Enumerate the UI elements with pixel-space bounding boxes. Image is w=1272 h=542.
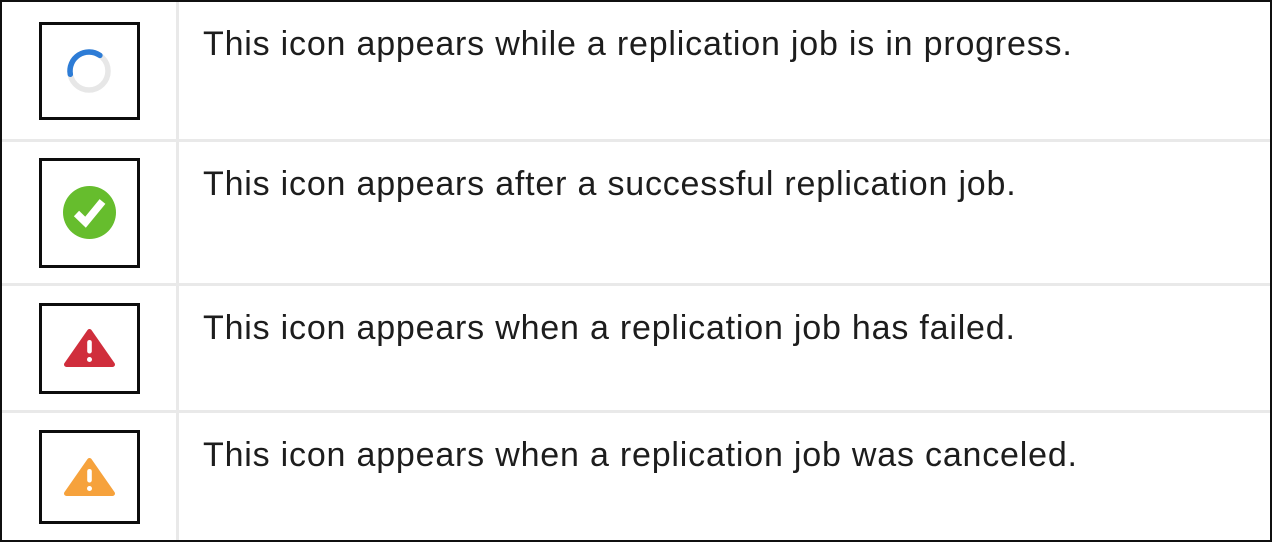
- check-mark: [73, 199, 105, 228]
- icon-description: This icon appears when a replication job…: [203, 436, 1078, 474]
- icon-box: [38, 21, 140, 120]
- icon-cell: [2, 413, 179, 540]
- table-row: This icon appears while a replication jo…: [2, 2, 1270, 139]
- icon-cell: [2, 142, 179, 283]
- icon-box: [38, 429, 140, 524]
- table-row: This icon appears after a successful rep…: [2, 139, 1270, 283]
- failed-warning-icon: [63, 329, 115, 367]
- exclamation-bar: [86, 468, 92, 482]
- in-progress-spinner-icon: [67, 48, 111, 93]
- spinner-arc: [67, 48, 103, 77]
- table-row: This icon appears when a replication job…: [2, 283, 1270, 410]
- icon-description: This icon appears when a replication job…: [203, 309, 1016, 347]
- canceled-warning-icon: [63, 457, 115, 496]
- icon-box: [38, 157, 140, 268]
- exclamation-dot: [86, 357, 92, 362]
- icon-box: [38, 302, 140, 394]
- exclamation-bar: [86, 340, 92, 354]
- exclamation-dot: [86, 485, 92, 491]
- icon-description: This icon appears after a successful rep…: [203, 165, 1017, 203]
- icon-description: This icon appears while a replication jo…: [203, 25, 1073, 63]
- icon-cell: [2, 286, 179, 410]
- success-check-icon: [62, 186, 116, 239]
- table-row: This icon appears when a replication job…: [2, 410, 1270, 540]
- icon-cell: [2, 2, 179, 139]
